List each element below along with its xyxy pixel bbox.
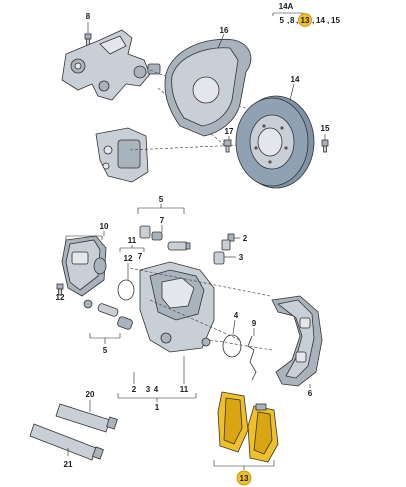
bleeder-valve: 2 3 [213, 233, 248, 265]
group-14a-label: 14A [279, 2, 294, 11]
group-14a-item-13: 13 [301, 16, 310, 25]
screw-12: 12 [56, 283, 65, 302]
part-label-1: 1 [155, 403, 160, 412]
splash-shield-16: 16 [164, 26, 252, 137]
part-label-11-top: 11 [128, 236, 137, 245]
part-label-7-mid: 7 [138, 252, 143, 261]
group-bracket-2-3-4-11: 1 2 3 4 11 [117, 356, 197, 412]
part-label-9: 9 [252, 319, 257, 328]
part-label-14: 14 [291, 75, 300, 84]
part-label-15: 15 [321, 124, 330, 133]
part-label-3-bottom: 3 [146, 385, 151, 394]
group-11-7: 11 7 [119, 236, 145, 261]
group-14a: 14A 5 , 8 , 13 , 14 , 15 [272, 2, 340, 27]
parking-brake-motor-10: 10 [61, 222, 109, 297]
grease-tube-20: 20 [55, 390, 118, 433]
brake-pads-13: 13 [213, 391, 279, 486]
guide-pin-lower: 5 [83, 299, 133, 355]
brake-caliper-housing [139, 261, 215, 353]
seal-ring: 12 [117, 254, 135, 301]
part-label-13: 13 [240, 474, 249, 483]
group-14a-item-5: 5 [280, 16, 285, 25]
carrier-bracket-6: 6 [271, 295, 323, 398]
svg-text:,: , [296, 16, 298, 25]
group-14a-item-15: 15 [331, 16, 340, 25]
part-label-6: 6 [308, 389, 313, 398]
caliper-carrier-top [95, 127, 149, 183]
part-label-3: 3 [239, 253, 244, 262]
part-label-2-bottom: 2 [132, 385, 137, 394]
part-label-11-bottom: 11 [180, 385, 189, 394]
group-bracket-5-top: 5 7 [137, 195, 185, 232]
part-label-10: 10 [100, 222, 109, 231]
group-14a-item-8: 8 [290, 16, 295, 25]
part-label-5-top: 5 [159, 195, 164, 204]
part-label-21: 21 [64, 460, 73, 469]
part-label-4: 4 [234, 311, 239, 320]
brake-disc-14: 14 [235, 75, 315, 189]
piston-seal-4: 4 [222, 311, 242, 358]
grease-tube-21: 21 [29, 423, 104, 469]
highlight-circle-13 [236, 470, 252, 486]
spring-9: 9 [247, 319, 257, 381]
highlight-circle-14a [298, 13, 312, 27]
guide-pin-top [139, 225, 191, 251]
part-label-16: 16 [220, 26, 229, 35]
part-label-17: 17 [225, 127, 234, 136]
wheel-bearing-housing [61, 29, 161, 101]
svg-text:,: , [287, 16, 289, 25]
screw-17: 17 [223, 127, 234, 153]
part-label-12: 12 [56, 293, 65, 302]
part-label-12-mid: 12 [124, 254, 133, 263]
part-label-5-bottom: 5 [103, 346, 108, 355]
group-14a-item-14: 14 [316, 16, 325, 25]
screw-15: 15 [321, 124, 330, 153]
part-label-20: 20 [86, 390, 95, 399]
svg-text:,: , [327, 16, 329, 25]
part-label-2: 2 [243, 234, 248, 243]
part-label-4-bottom: 4 [154, 385, 159, 394]
part-label-8: 8 [86, 12, 91, 21]
assembly-lines-mid [129, 267, 273, 351]
svg-text:,: , [312, 16, 314, 25]
part-label-7-top: 7 [160, 216, 165, 225]
